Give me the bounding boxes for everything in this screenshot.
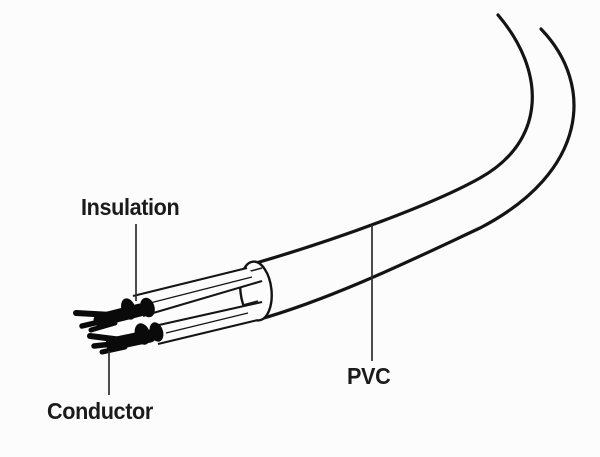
- insulation-label: Insulation: [81, 194, 180, 220]
- lower-front-insulation-ring: [134, 323, 151, 345]
- upper-front-insulation-ring: [121, 298, 136, 320]
- conductor-label: Conductor: [47, 398, 153, 424]
- lower-wire-bottom-edge: [157, 318, 259, 346]
- pvc-jacket-outer-edge: [254, 13, 534, 265]
- upper-wire-top-edge: [132, 266, 248, 298]
- pvc-jacket-inner-edge: [255, 27, 576, 322]
- pvc-label: PVC: [347, 363, 391, 389]
- upper-conductor: [73, 297, 155, 333]
- upper-wire-body: [133, 268, 262, 316]
- upper-wire-split-line: [149, 276, 253, 304]
- upper-wire-bottom-edge: [142, 279, 263, 318]
- lower-wire-top-edge: [149, 300, 263, 329]
- lower-conductor: [87, 322, 164, 355]
- lower-wire-split-line: [165, 312, 249, 334]
